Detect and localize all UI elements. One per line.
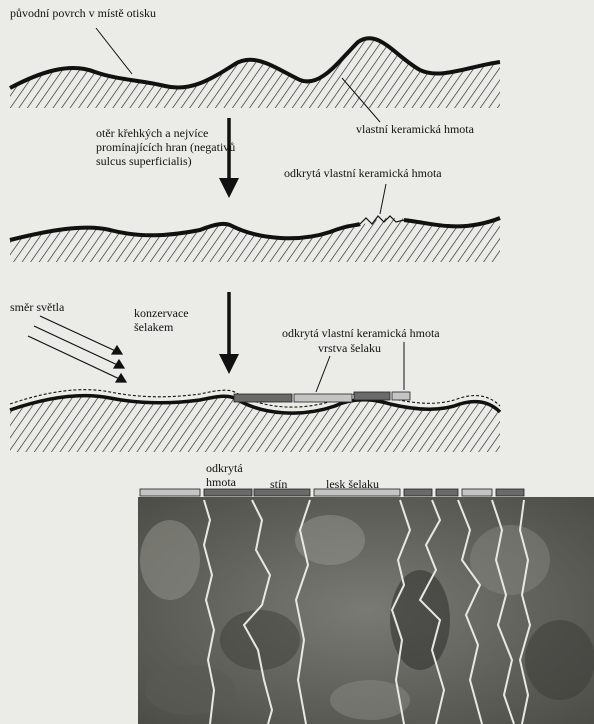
label-photo-shadow: stín [270,477,287,491]
stage1-cross-section [10,28,500,122]
label-shellac-layer: vrstva šelaku [318,341,381,355]
stage2-leader-exposed [380,184,386,214]
stage1-leader-surface [96,28,132,74]
label-ceramic-body: vlastní keramická hmota [356,122,474,136]
label-abrasion: otěr křehkých a nejvíce promínajících hr… [96,126,236,168]
label-photo-shellac-gloss: lesk šelaku [326,477,379,491]
label-exposed-body-stage2: odkrytá vlastní keramická hmota [284,166,442,180]
stage3-body-hatch [10,396,500,452]
stage3-bar-exposed-2 [354,392,390,400]
stage3-bar-shellac-2 [392,392,410,400]
stage3-leader-shellac [316,356,330,392]
label-original-surface: původní povrch v místě otisku [10,6,156,20]
label-conservation: konzervace šelakem [134,306,220,334]
light-ray-arrow-icon [28,316,126,382]
stage3-bar-exposed [234,394,292,402]
stage2-cross-section [10,184,500,262]
stage3-cross-section [10,342,500,452]
stage3-bar-shellac [294,394,352,402]
ceramic-surface-photo [138,497,594,724]
down-arrow-icon [219,292,239,374]
label-light-direction: směr světla [10,300,64,314]
label-photo-exposed-body: odkrytá hmota [206,461,258,489]
label-exposed-body-stage3: odkrytá vlastní keramická hmota [282,326,440,340]
